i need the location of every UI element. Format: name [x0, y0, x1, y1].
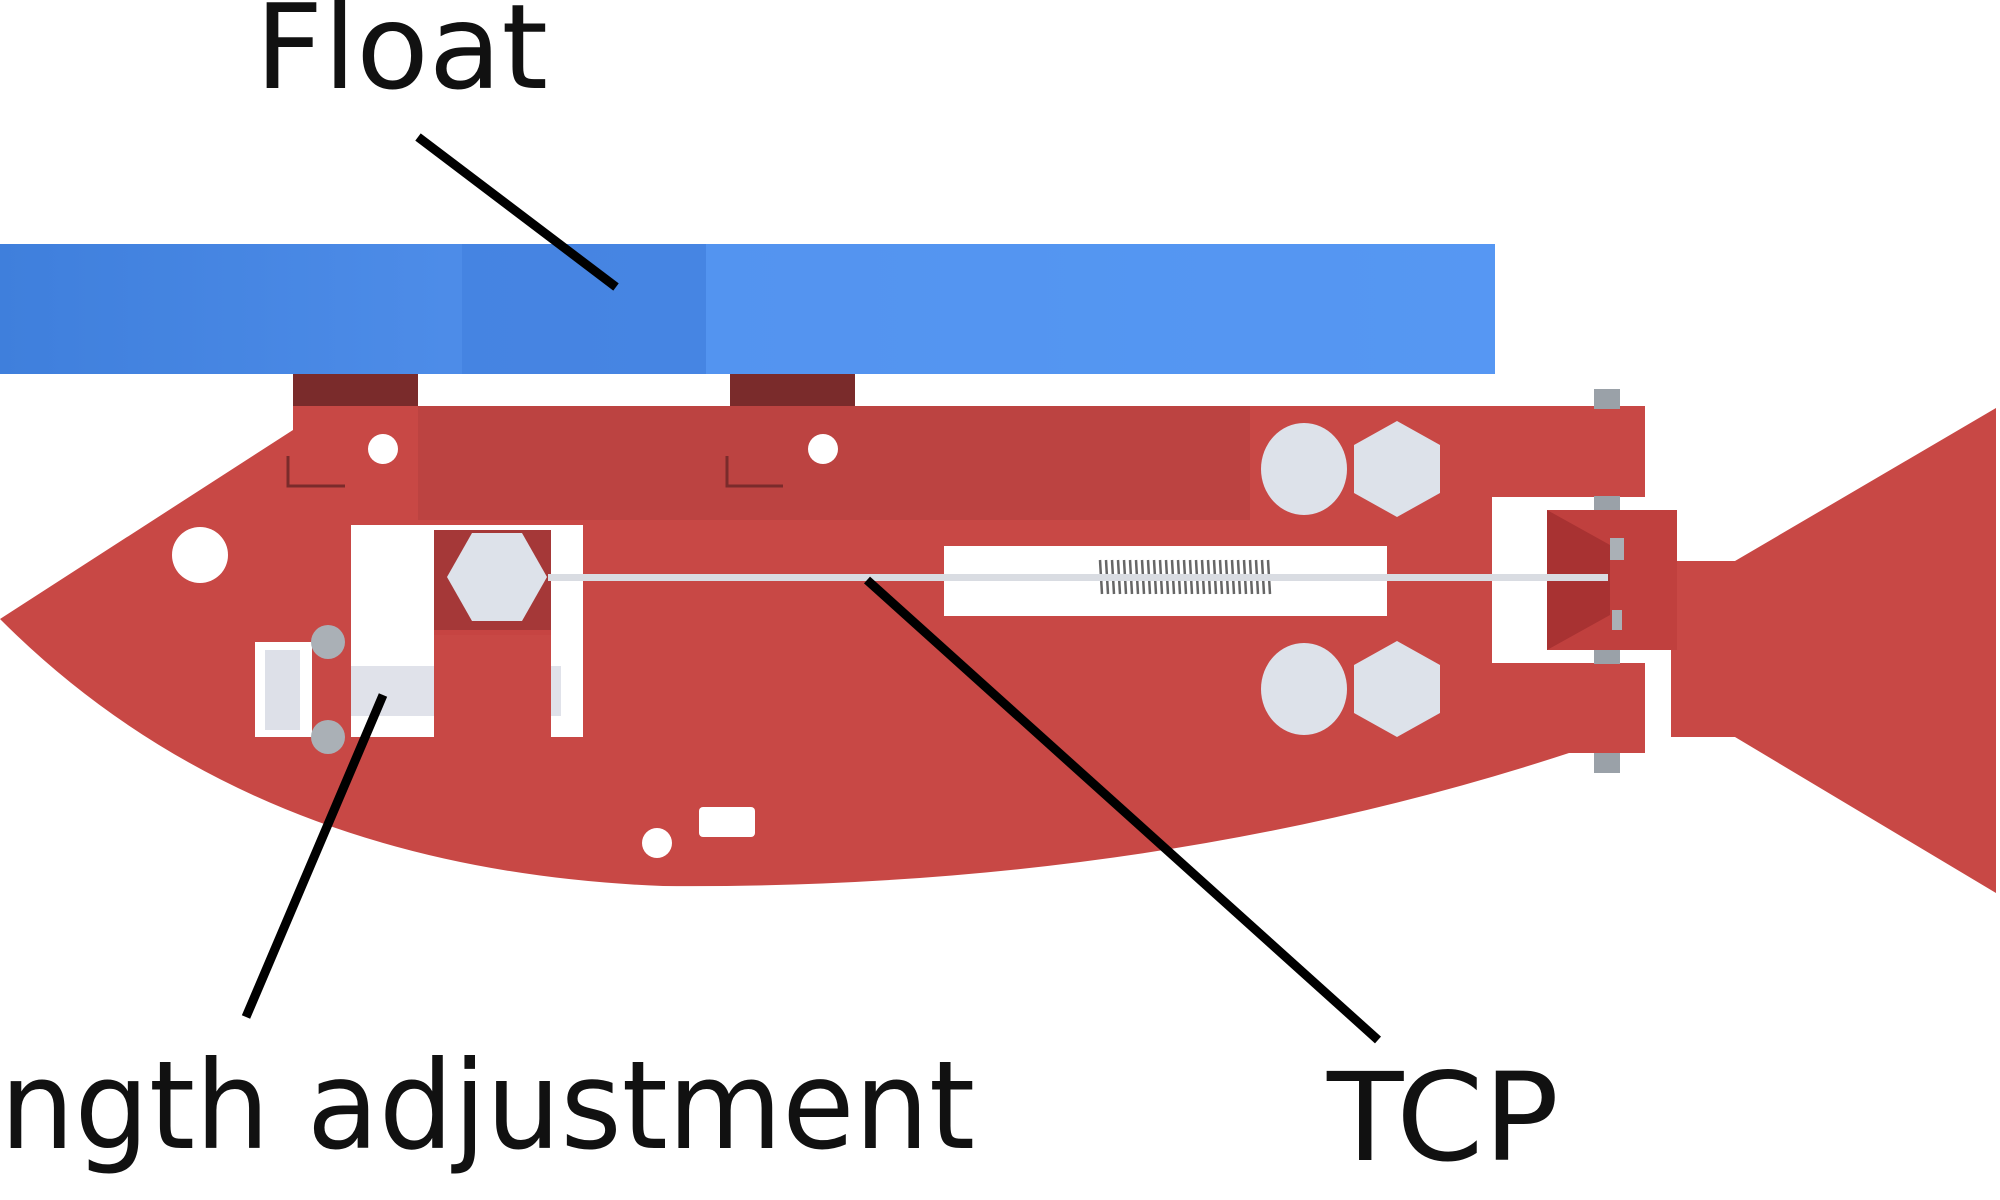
joint-pin [1612, 610, 1622, 630]
hole [642, 828, 672, 858]
mount-corner [286, 456, 345, 488]
hinge-pin [1594, 389, 1620, 409]
float-label: Float [255, 0, 548, 116]
slot-hole [699, 807, 755, 837]
small-slot-insert [265, 650, 300, 730]
float-mount [293, 374, 418, 408]
nut-icon [1354, 421, 1440, 517]
length-adjustment-leader-line [241, 693, 388, 1019]
bolt-head [1261, 643, 1347, 735]
float-leader-line [415, 133, 619, 291]
spring [1098, 559, 1272, 595]
tcp-rod [548, 574, 1608, 581]
screw [311, 720, 345, 754]
nut-icon [1354, 641, 1440, 737]
hinge-pin [1594, 753, 1620, 773]
bolt-head [1261, 423, 1347, 515]
tail-fin [1671, 408, 1996, 893]
hinge-pin [1594, 650, 1620, 664]
hole [172, 527, 228, 583]
hole [368, 434, 398, 464]
adjustment-nut [447, 533, 547, 621]
mount-corner [725, 456, 783, 488]
adjustment-block-front [434, 635, 551, 740]
float-segment [706, 244, 1495, 374]
tcp-label: TCP [1326, 1047, 1559, 1189]
hinge-pin [1594, 496, 1620, 510]
length-adjustment-label: ngth adjustment [0, 1035, 975, 1177]
body-shade [418, 406, 1250, 520]
tcp-leader-line [863, 576, 1382, 1044]
screw [311, 625, 345, 659]
hole [808, 434, 838, 464]
float-mount [730, 374, 855, 408]
joint-pin [1610, 538, 1624, 560]
